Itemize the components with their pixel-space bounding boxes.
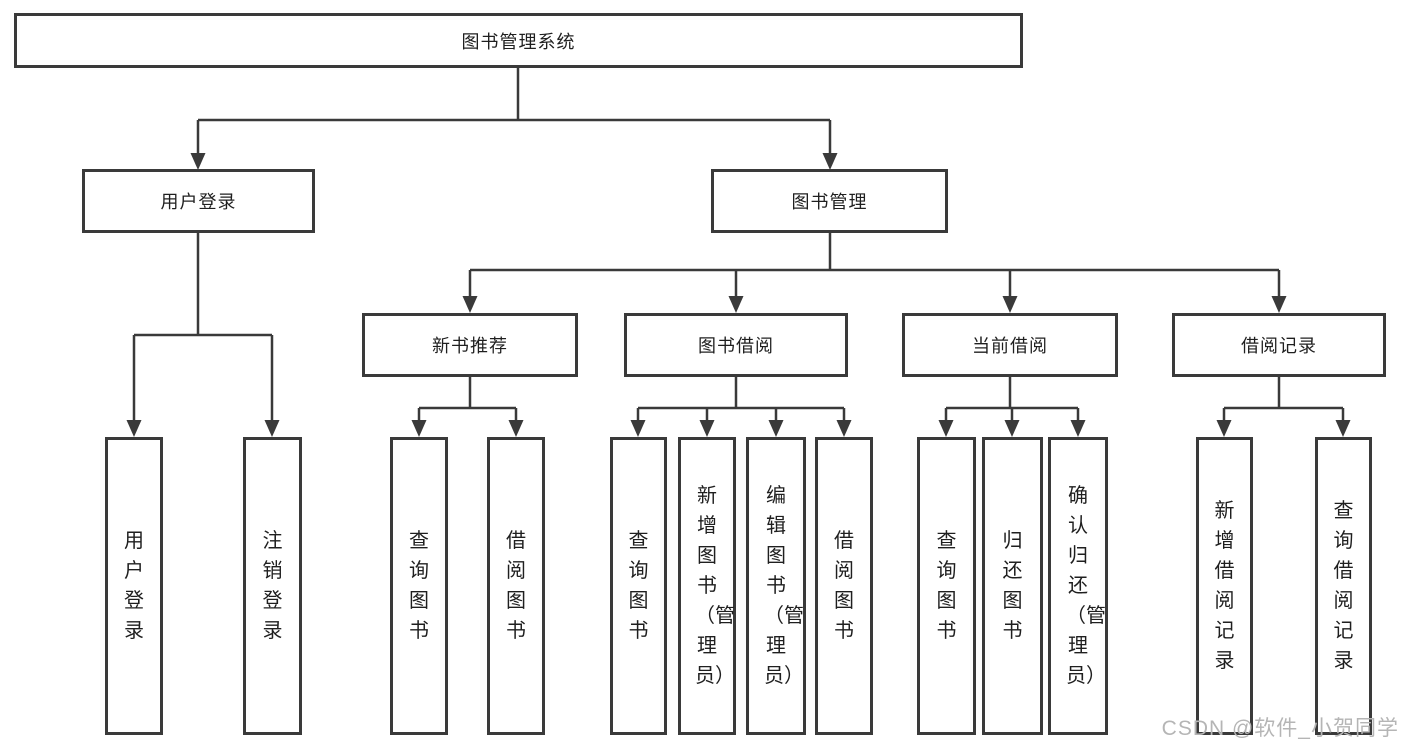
node-label: 借阅记录 [1241,336,1317,356]
leaf-borrow-books: 借阅图书 [815,437,873,735]
leaf-user-login: 用户登录 [105,437,163,735]
node-label: 图书借阅 [698,336,774,356]
node-label: 图书管理系统 [461,31,576,52]
leaf-query-borrow-record: 查询借阅记录 [1315,437,1372,735]
leaf-query-books-current: 查询图书 [917,437,976,735]
node-label: 新书推荐 [432,336,508,356]
node-label: 当前借阅 [972,336,1048,356]
node-user-login: 用户登录 [82,169,315,233]
leaf-label: 归还图书 [1002,530,1023,642]
leaf-label: 新增图书（管理员） [695,485,735,687]
leaf-return-books: 归还图书 [982,437,1043,735]
node-borrowing-records: 借阅记录 [1172,313,1386,377]
leaf-borrow-books-recommend: 借阅图书 [487,437,545,735]
leaf-label: 查询图书 [409,530,429,642]
leaf-edit-book-admin: 编辑图书（管理员） [746,437,806,735]
node-new-book-recommendation: 新书推荐 [362,313,578,377]
node-library-management-system: 图书管理系统 [14,13,1023,68]
node-label: 用户登录 [160,192,237,212]
leaf-label: 查询图书 [936,530,957,642]
node-current-borrowing: 当前借阅 [902,313,1118,377]
leaf-label: 借阅图书 [834,530,854,642]
leaf-label: 查询借阅记录 [1333,500,1354,672]
leaf-add-book-admin: 新增图书（管理员） [678,437,736,735]
leaf-label: 编辑图书（管理员） [764,485,804,687]
leaf-query-books-borrowing: 查询图书 [610,437,667,735]
node-book-management: 图书管理 [711,169,948,233]
leaf-confirm-return-admin: 确认归还（管理员） [1048,437,1108,735]
csdn-watermark: CSDN @软件_小贺同学 [1161,717,1399,740]
node-book-borrowing: 图书借阅 [624,313,848,377]
leaf-label: 借阅图书 [506,530,526,642]
leaf-label: 确认归还（管理员） [1066,485,1106,687]
leaf-logout: 注销登录 [243,437,302,735]
leaf-label: 用户登录 [124,530,144,642]
leaf-label: 新增借阅记录 [1214,500,1235,672]
node-label: 图书管理 [791,192,868,212]
leaf-label: 注销登录 [262,530,283,642]
leaf-label: 查询图书 [628,530,649,642]
leaf-add-borrow-record: 新增借阅记录 [1196,437,1253,735]
leaf-query-books-recommend: 查询图书 [390,437,448,735]
